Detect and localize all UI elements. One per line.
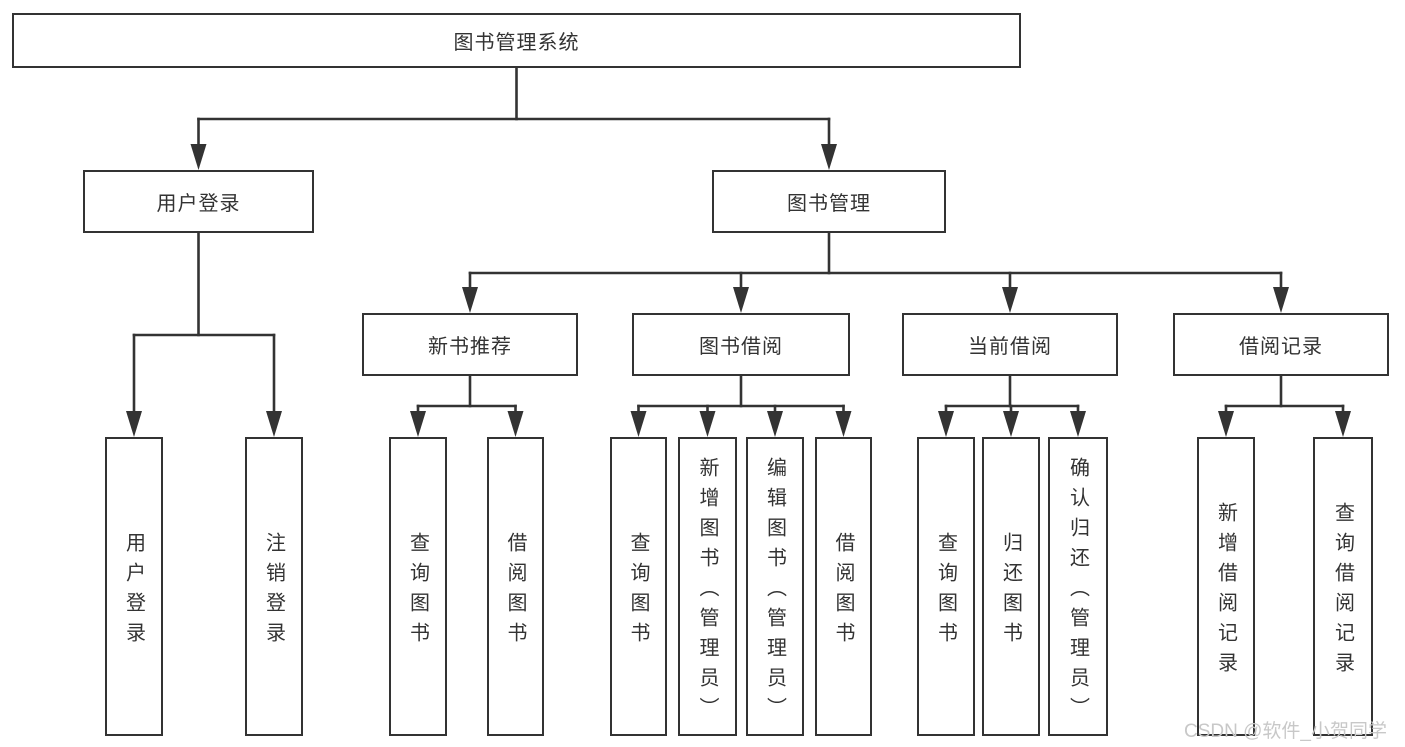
node-label: 查询图书 [406,531,429,652]
node-label: 查询图书 [934,531,957,652]
arrowhead-logout-action [266,411,282,437]
node-label: 编辑图书（管理员） [763,456,786,727]
node-user-login: 用户登录 [83,170,314,233]
node-borrowing-records: 借阅记录 [1173,313,1389,376]
node-label: 查询借阅记录 [1331,501,1354,682]
arrowhead-user-login [190,144,207,170]
node-label: 图书管理 [787,193,871,215]
node-recommend-borrow-books: 借阅图书 [487,437,544,736]
node-records-query-record: 查询借阅记录 [1313,437,1373,736]
node-library-system: 图书管理系统 [12,13,1021,68]
node-label: 当前借阅 [968,336,1052,358]
arrowhead-recommend-borrow-books [507,411,524,437]
arrowhead-borrowing-query-books [630,411,647,437]
node-label: 用户登录 [122,531,145,652]
arrowhead-book-management [821,144,837,170]
node-recommend-query-books: 查询图书 [389,437,447,736]
node-logout-action: 注销登录 [245,437,303,736]
node-borrowing-borrow-books: 借阅图书 [815,437,872,736]
arrowhead-borrowing-records [1273,287,1289,313]
node-records-add-record: 新增借阅记录 [1197,437,1255,736]
node-label: 新增借阅记录 [1214,501,1237,682]
arrowhead-current-return-books [1003,411,1019,437]
node-label: 新书推荐 [428,336,512,358]
node-label: 注销登录 [262,531,285,652]
node-current-confirm-return-admin: 确认归还（管理员） [1048,437,1108,736]
arrowhead-borrowing-borrow-books [835,411,852,437]
arrowhead-records-query-record [1335,411,1351,437]
node-label: 新增图书（管理员） [696,456,718,727]
node-label: 借阅图书 [832,531,854,652]
arrowhead-borrowing-edit-books-admin [767,411,783,437]
node-label: 用户登录 [156,193,241,215]
arrowhead-current-borrowing [1002,287,1018,313]
node-current-borrowing: 当前借阅 [902,313,1118,376]
node-user-login-action: 用户登录 [105,437,163,736]
node-current-query-books: 查询图书 [917,437,975,736]
node-borrowing-edit-books-admin: 编辑图书（管理员） [746,437,804,736]
node-label: 查询图书 [627,531,649,652]
node-label: 图书借阅 [699,336,783,358]
arrowhead-current-confirm-return-admin [1070,411,1086,437]
node-label: 归还图书 [999,531,1022,652]
node-label: 确认归还（管理员） [1066,456,1089,727]
watermark: CSDN @软件_小贺同学 [1184,721,1387,742]
node-label: 借阅记录 [1239,336,1323,358]
arrowhead-user-login-action [126,411,142,437]
node-borrowing-add-books-admin: 新增图书（管理员） [678,437,737,736]
node-book-management: 图书管理 [712,170,946,233]
arrowhead-recommend-query-books [410,411,426,437]
node-book-borrowing: 图书借阅 [632,313,850,376]
node-label: 借阅图书 [504,531,526,652]
arrowhead-borrowing-add-books-admin [699,411,716,437]
node-borrowing-query-books: 查询图书 [610,437,667,736]
arrowhead-book-borrowing [733,287,749,313]
arrowhead-new-book-recommendation [462,287,478,313]
node-current-return-books: 归还图书 [982,437,1040,736]
node-new-book-recommendation: 新书推荐 [362,313,578,376]
node-label: 图书管理系统 [453,32,580,54]
arrowhead-current-query-books [938,411,954,437]
arrowhead-records-add-record [1218,411,1234,437]
